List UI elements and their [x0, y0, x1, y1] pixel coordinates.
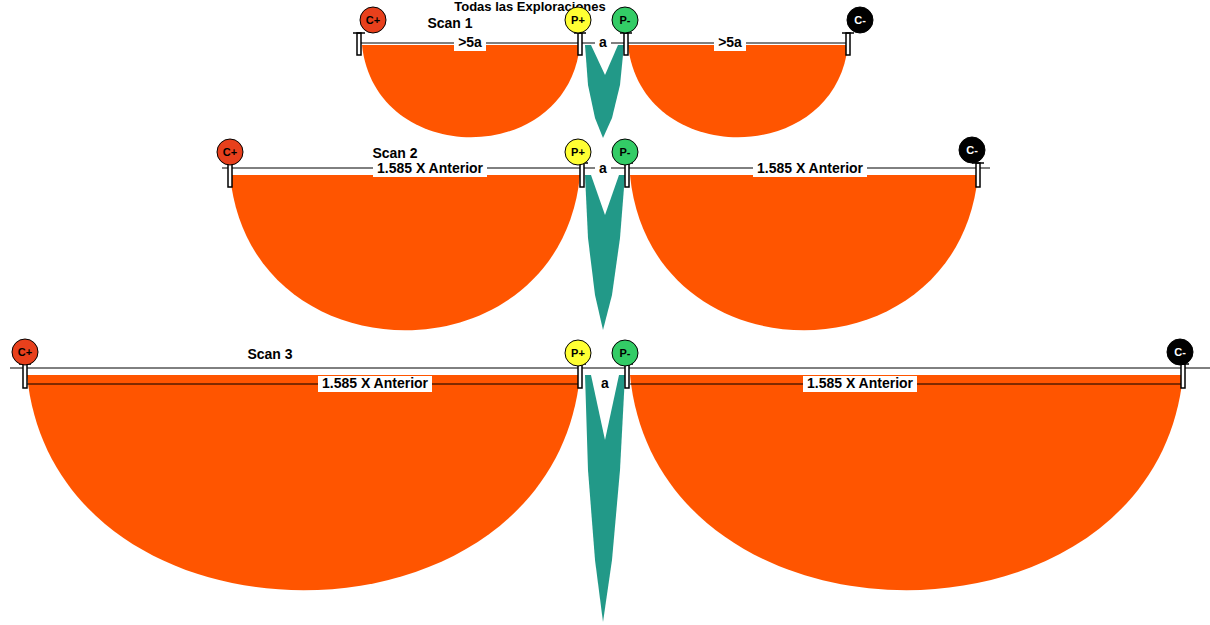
electrode-marker: C- — [1166, 338, 1194, 366]
dimension-label: 1.585 X Anterior — [803, 376, 917, 391]
electrode-disc — [217, 139, 243, 165]
dimension-label: a — [595, 35, 611, 50]
electrode-name: P- — [620, 147, 631, 158]
electrode-name: C- — [1174, 347, 1186, 358]
dimension-label: 1.585 X Anterior — [318, 376, 432, 391]
electrode-disc — [1167, 339, 1193, 365]
electrode-marker: P+ — [564, 6, 592, 34]
electrode-marker: P+ — [564, 339, 592, 367]
electrode-disc — [959, 137, 985, 163]
electrode-marker: C- — [846, 6, 874, 34]
electrode-marker: C+ — [216, 138, 244, 166]
dimension-label: a — [597, 376, 613, 391]
electrode-stake — [19, 33, 1189, 388]
electrode-name: P+ — [571, 15, 585, 26]
electrode-disc — [612, 340, 638, 366]
electrode-disc — [612, 7, 638, 33]
electrode-name: P+ — [571, 348, 585, 359]
electrode-marker: P- — [611, 6, 639, 34]
electrode-marker: C+ — [11, 338, 39, 366]
electrode-disc — [565, 7, 591, 33]
electrode-marker: P- — [611, 339, 639, 367]
dimension-label: >5a — [714, 35, 746, 50]
electrode-marker: C- — [958, 136, 986, 164]
electrode-disc — [612, 139, 638, 165]
electrode-disc — [12, 339, 38, 365]
electrode-name: C+ — [366, 15, 380, 26]
electrode-name: C+ — [18, 347, 32, 358]
electrode-name: P+ — [571, 147, 585, 158]
electrode-name: P- — [620, 348, 631, 359]
scan-title: Scan 2 — [368, 146, 421, 161]
electrode-name: C+ — [223, 147, 237, 158]
dimension-label: 1.585 X Anterior — [753, 161, 867, 176]
dimension-label: >5a — [454, 35, 486, 50]
zone-notch — [591, 45, 619, 440]
scan-title: Scan 3 — [243, 347, 296, 362]
dimension-label: 1.585 X Anterior — [373, 161, 487, 176]
scan-title: Scan 1 — [423, 16, 476, 31]
electrode-name: P- — [620, 15, 631, 26]
dimension-label: a — [595, 161, 611, 176]
electrode-disc — [847, 7, 873, 33]
electrode-marker: P- — [611, 138, 639, 166]
electrode-name: C- — [854, 15, 866, 26]
electrode-name: C- — [966, 145, 978, 156]
dimension-line — [10, 43, 1210, 384]
measured-zone — [585, 45, 625, 622]
electrode-disc — [565, 340, 591, 366]
electrode-marker: C+ — [359, 6, 387, 34]
electrode-marker: P+ — [564, 138, 592, 166]
electrode-disc — [360, 7, 386, 33]
electrode-disc — [565, 139, 591, 165]
